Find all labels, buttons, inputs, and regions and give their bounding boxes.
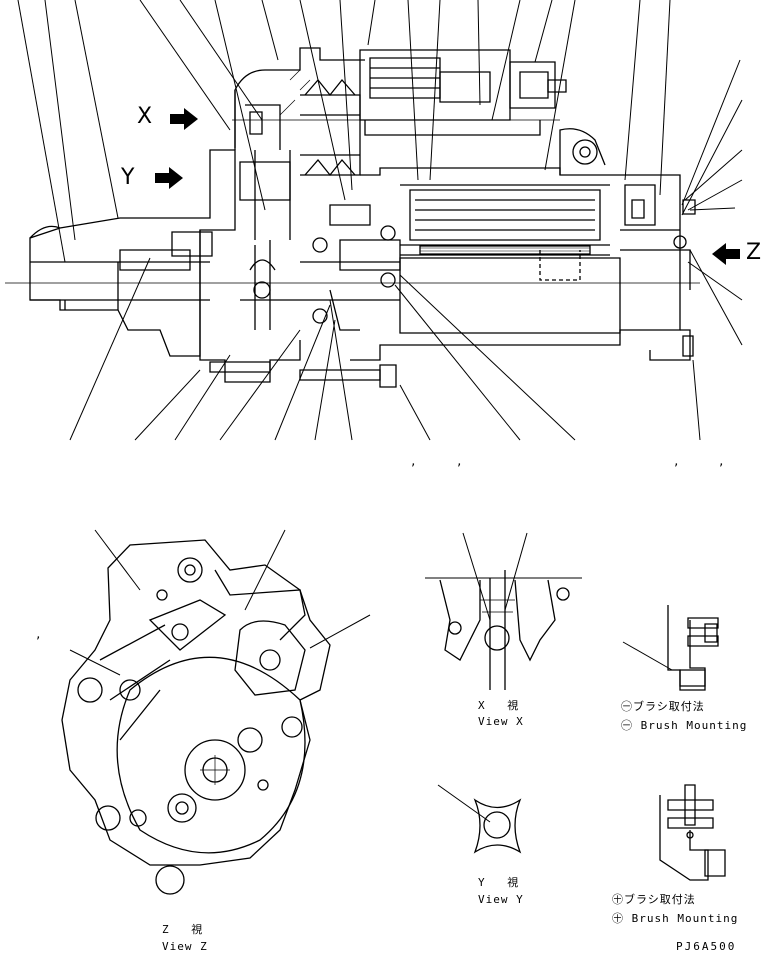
marker-z: Z (746, 240, 761, 265)
view-z-caption-jp: Z 視 (162, 923, 204, 936)
marker-y: Y (121, 165, 135, 190)
comma-mark: , (410, 455, 418, 468)
arrow-left-icon (712, 243, 740, 265)
brush-plus-drawing (660, 785, 725, 880)
brush-minus-drawing (623, 605, 718, 690)
comma-mark: , (718, 455, 726, 468)
brush-plus-caption-jp: ㊉ブラシ取付法 (612, 893, 696, 906)
brush-plus-caption-en: ㊉ Brush Mounting (612, 912, 739, 925)
brush-minus-caption-jp: ㊀ブラシ取付法 (621, 700, 705, 713)
drawing-code: PJ6A500 (676, 940, 737, 953)
bottom-leader-lines (70, 258, 700, 440)
arrow-right-icon (155, 167, 183, 189)
view-x-drawing (425, 533, 582, 690)
arrow-right-icon (170, 108, 198, 130)
starter-motor-section (5, 0, 742, 440)
comma-mark: , (456, 455, 464, 468)
view-y-caption-jp: Y 視 (478, 876, 520, 889)
comma-mark: , (35, 628, 43, 641)
view-x-caption-jp: X 視 (478, 699, 520, 712)
brush-minus-caption-en: ㊀ Brush Mounting (621, 719, 748, 732)
marker-x: X (137, 104, 153, 129)
view-z-caption-en: View Z (162, 940, 208, 953)
view-x-caption-en: View X (478, 715, 524, 728)
top-leader-lines (18, 0, 742, 345)
comma-mark: , (673, 455, 681, 468)
view-y-drawing (438, 785, 520, 852)
view-y-caption-en: View Y (478, 893, 524, 906)
view-z-drawing (62, 530, 370, 894)
